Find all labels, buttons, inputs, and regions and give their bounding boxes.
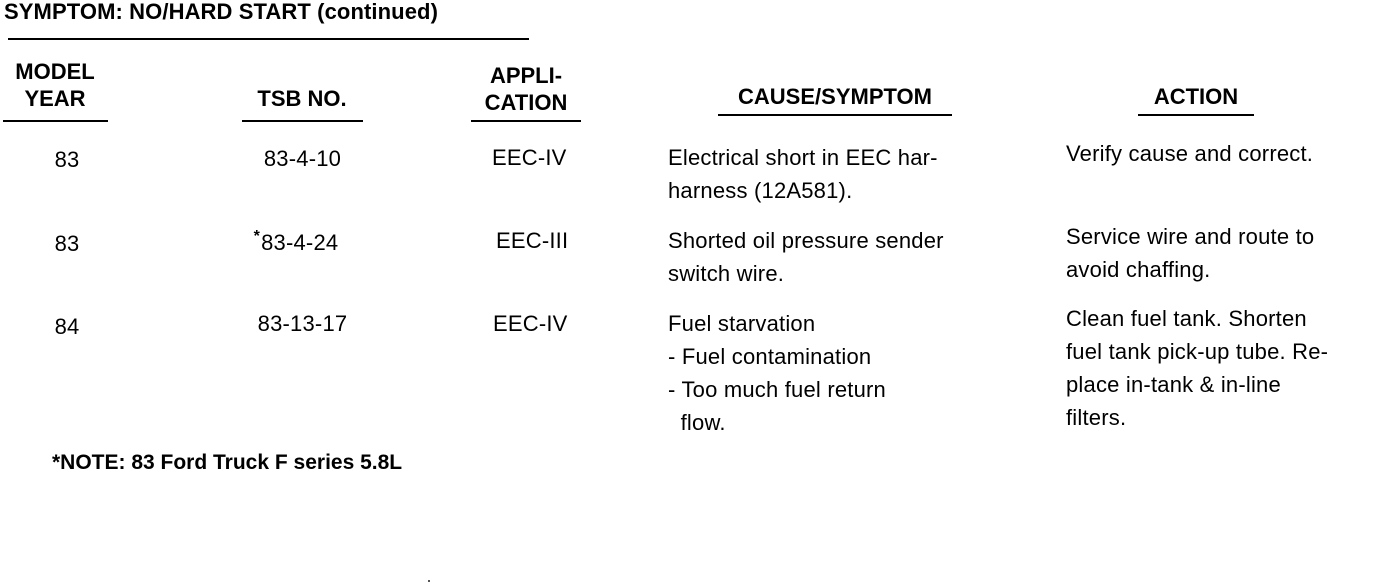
row2-cause-line1: Shorted oil pressure sender <box>668 228 944 253</box>
row3-action-line2: fuel tank pick-up tube. Re- <box>1066 339 1329 364</box>
scan-speck <box>428 580 430 582</box>
header-application-rule <box>471 120 581 122</box>
footnote: *NOTE: 83 Ford Truck F series 5.8L <box>52 451 403 474</box>
row1-application: EEC-IV <box>492 145 567 170</box>
row1-action-line1: Verify cause and correct. <box>1066 141 1314 166</box>
row2-cause-line2: switch wire. <box>668 261 785 286</box>
row3-action-line3: place in-tank & in-line <box>1066 372 1281 397</box>
row2-tsb-no: *83-4-24 <box>206 226 386 262</box>
header-model-year: MODEL YEAR <box>2 58 108 112</box>
row2-action-line1: Service wire and route to <box>1066 224 1315 249</box>
header-application-line1: APPLI- <box>489 63 563 88</box>
header-tsb-no: TSB NO. <box>257 86 347 111</box>
row3-cause-line3: - Too much fuel return <box>668 377 886 402</box>
row3-cause: Fuel starvation - Fuel contamination - T… <box>668 307 886 439</box>
header-model-year-line1: MODEL <box>15 59 95 84</box>
row3-action-line4: filters. <box>1066 405 1127 430</box>
header-application-line2: CATION <box>484 90 568 115</box>
row1-tsb-no-text: 83-4-10 <box>263 146 342 171</box>
header-application: APPLI- CATION <box>471 62 581 116</box>
header-tsb-no-rule <box>242 120 363 122</box>
row1-action: Verify cause and correct. <box>1066 137 1313 170</box>
row2-model-year: 83 <box>54 231 80 256</box>
row1-model-year: 83 <box>54 147 80 172</box>
row1-cause-line1: Electrical short in EEC har- <box>668 145 938 170</box>
row3-model-year: 84 <box>54 314 80 339</box>
row2-tsb-no-text: 83-4-24 <box>261 230 339 255</box>
header-model-year-line2: YEAR <box>24 86 86 111</box>
header-model-year-rule <box>3 120 108 122</box>
row3-cause-line1: Fuel starvation <box>668 311 816 336</box>
row3-application: EEC-IV <box>493 311 568 336</box>
header-action-rule <box>1138 114 1254 116</box>
row2-tsb-footnote-mark: * <box>253 228 261 245</box>
title-underline <box>8 38 529 40</box>
row2-cause: Shorted oil pressure sender switch wire. <box>668 224 944 290</box>
row3-tsb-no-text: 83-13-17 <box>257 311 348 336</box>
row2-action-line2: avoid chaffing. <box>1066 257 1211 282</box>
row3-tsb-no: 83-13-17 <box>212 307 392 343</box>
page-title: SYMPTOM: NO/HARD START (continued) <box>4 0 439 24</box>
row3-action-line1: Clean fuel tank. Shorten <box>1066 306 1307 331</box>
row2-action: Service wire and route to avoid chaffing… <box>1066 220 1314 286</box>
row3-action: Clean fuel tank. Shorten fuel tank pick-… <box>1066 302 1328 434</box>
row3-cause-line4: flow. <box>668 410 726 435</box>
row1-cause-line2: harness (12A581). <box>668 178 853 203</box>
row2-application: EEC-III <box>496 228 569 253</box>
row3-cause-line2: - Fuel contamination <box>668 344 872 369</box>
row1-tsb-no: 83-4-10 <box>212 142 392 178</box>
header-cause-symptom-rule <box>718 114 952 116</box>
header-cause-symptom: CAUSE/SYMPTOM <box>738 84 932 109</box>
row1-cause: Electrical short in EEC har- harness (12… <box>668 141 938 207</box>
header-action: ACTION <box>1153 84 1239 109</box>
